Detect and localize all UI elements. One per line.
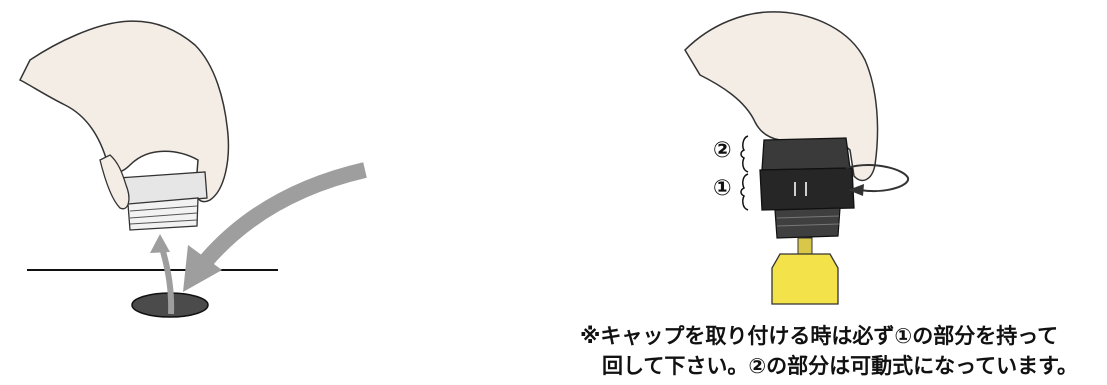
- stem: [797, 237, 813, 255]
- left-thread-line-3: [129, 219, 198, 225]
- cap-thread: [774, 207, 841, 239]
- left-hand: [18, 20, 230, 203]
- brace-part1: [740, 173, 749, 211]
- up-arrow-head: [150, 234, 170, 253]
- left-cap-thread: [127, 197, 199, 231]
- note-line-1: ※キャップを取り付ける時は必ず①の部分を持って: [580, 324, 1059, 348]
- left-illustration: [18, 20, 367, 318]
- thread-line-b: [776, 223, 840, 227]
- right-illustration: [684, 11, 909, 305]
- up-arrow-shaft: [159, 247, 175, 315]
- left-hand-thumb: [99, 154, 130, 210]
- curved-arrow-head: [183, 245, 222, 292]
- part2-label: ②: [713, 138, 732, 163]
- rotation-arrow-head: [848, 184, 864, 196]
- cap-upper-part: [761, 137, 851, 171]
- note-line-2: 回して下さい。②の部分は可動式になっています。: [602, 354, 1078, 378]
- brace-part2: [740, 135, 749, 173]
- thread-line-a: [776, 215, 840, 219]
- part1-label: ①: [713, 176, 732, 201]
- curved-arrow-down: [198, 162, 367, 268]
- yellow-weight: [771, 253, 839, 305]
- rotation-arrow: [845, 164, 909, 192]
- left-thread-line-1: [129, 205, 198, 212]
- left-thread-line-2: [129, 212, 198, 219]
